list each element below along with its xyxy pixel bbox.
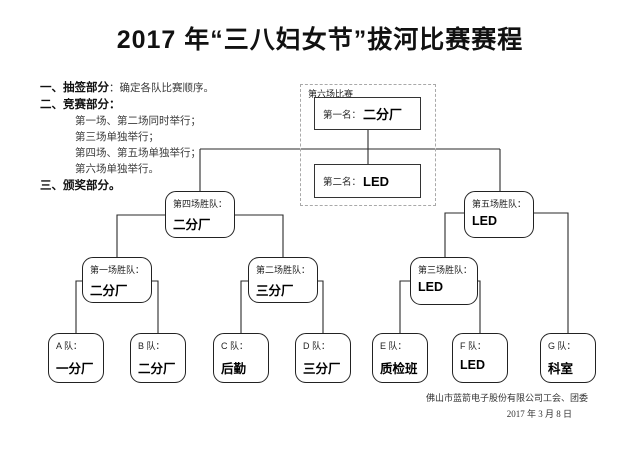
- team-b-box: B 队： 二分厂: [130, 333, 186, 383]
- team-a-name: 一分厂: [56, 362, 94, 376]
- footer-date: 2017 年 3 月 8 日: [506, 409, 572, 419]
- match3-winner-name: LED: [418, 280, 443, 294]
- team-d-name: 三分厂: [303, 362, 341, 376]
- team-a-box: A 队： 一分厂: [48, 333, 104, 383]
- team-f-label: F 队：: [460, 341, 486, 351]
- team-b-label: B 队：: [138, 341, 165, 351]
- final-match-container: [300, 84, 436, 206]
- team-e-box: E 队： 质检班: [372, 333, 428, 383]
- team-c-name: 后勤: [221, 362, 247, 376]
- footer-organization: 佛山市蓝箭电子股份有限公司工会、团委: [425, 393, 588, 403]
- page-title: 2017 年“三八妇女节”拔河比赛赛程: [116, 26, 524, 54]
- team-e-name: 质检班: [380, 362, 418, 376]
- note-competition-label: 二、竞赛部分：: [40, 99, 121, 111]
- note-competition-line3: 第四场、第五场单独举行；: [75, 148, 201, 159]
- note-award-label: 三、颁奖部分。: [40, 180, 121, 192]
- match1-winner-label: 第一场胜队：: [90, 265, 145, 275]
- team-a-label: A 队：: [56, 341, 83, 351]
- match5-winner-label: 第五场胜队：: [472, 199, 527, 209]
- team-d-box: D 队： 三分厂: [295, 333, 351, 383]
- agenda-notes: 一、抽签部分：确定各队比赛顺序。 二、竞赛部分： 第一场、第二场同时举行； 第三…: [40, 80, 290, 195]
- note-competition-line2: 第三场单独举行；: [75, 132, 159, 143]
- note-draw-text: ：确定各队比赛顺序。: [109, 83, 214, 94]
- match5-winner-box: 第五场胜队： LED: [464, 191, 534, 238]
- match2-winner-label: 第二场胜队：: [256, 265, 311, 275]
- match4-winner-name: 二分厂: [173, 218, 211, 232]
- team-g-label: G 队：: [548, 341, 576, 351]
- first-place-name: 二分厂: [363, 107, 403, 122]
- second-place-name: LED: [363, 173, 390, 189]
- match2-winner-name: 三分厂: [256, 284, 294, 298]
- note-competition-line1: 第一场、第二场同时举行；: [75, 116, 201, 127]
- first-place-box: 第一名：二分厂: [314, 97, 421, 130]
- first-place-label: 第一名：: [323, 109, 362, 121]
- team-f-box: F 队： LED: [452, 333, 508, 383]
- team-g-box: G 队： 科室: [540, 333, 596, 383]
- team-c-label: C 队：: [221, 341, 249, 351]
- match1-winner-box: 第一场胜队： 二分厂: [82, 257, 152, 303]
- final-match-label: 第六场比赛: [308, 89, 354, 99]
- team-b-name: 二分厂: [138, 362, 176, 376]
- match5-winner-name: LED: [472, 214, 497, 228]
- match3-winner-box: 第三场胜队： LED: [410, 257, 478, 305]
- note-competition-line4: 第六场单独举行。: [75, 164, 159, 175]
- match3-winner-label: 第三场胜队：: [418, 265, 473, 275]
- note-draw-label: 一、抽签部分: [40, 82, 109, 94]
- team-g-name: 科室: [548, 362, 574, 376]
- team-f-name: LED: [460, 358, 485, 372]
- team-c-box: C 队： 后勤: [213, 333, 269, 383]
- match2-winner-box: 第二场胜队： 三分厂: [248, 257, 318, 303]
- second-place-label: 第二名：: [323, 177, 362, 188]
- team-e-label: E 队：: [380, 341, 407, 351]
- footer: 佛山市蓝箭电子股份有限公司工会、团委 2017 年 3 月 8 日: [426, 390, 588, 422]
- match4-winner-box: 第四场胜队： 二分厂: [165, 191, 235, 238]
- team-d-label: D 队：: [303, 341, 331, 351]
- note-draw-section: 一、抽签部分：确定各队比赛顺序。: [40, 80, 290, 97]
- second-place-box: 第二名：LED: [314, 164, 421, 198]
- match4-winner-label: 第四场胜队：: [173, 199, 228, 209]
- match1-winner-name: 二分厂: [90, 284, 128, 298]
